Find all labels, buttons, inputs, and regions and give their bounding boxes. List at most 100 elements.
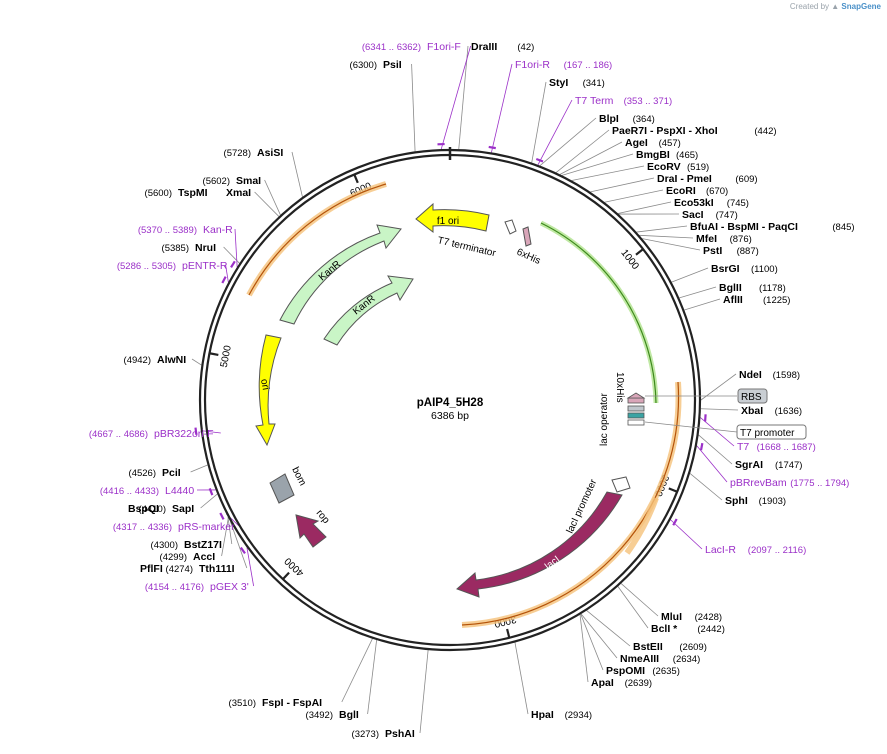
site-mfei: MfeI(876) bbox=[696, 233, 752, 245]
site-xbai: XbaI(1636) bbox=[741, 405, 802, 417]
site-bgli: BglI(3492) bbox=[306, 709, 359, 721]
feature-10xhis bbox=[627, 397, 645, 404]
primer-mark-laci-r bbox=[672, 518, 678, 526]
primer-mark-pgex-3 bbox=[239, 546, 246, 554]
site-position: (876) bbox=[730, 234, 752, 245]
site-name: AgeI bbox=[625, 137, 648, 149]
site-name: FspI - FspAI bbox=[262, 697, 322, 709]
primer-mark-pbrrevbam bbox=[699, 442, 704, 451]
site-alwni: AlwNI(4942) bbox=[124, 354, 187, 366]
site-name: AflII bbox=[723, 294, 743, 306]
primer-mark-t7-term bbox=[535, 157, 544, 163]
primer-leader-kan-r bbox=[234, 228, 238, 268]
feature-6xhis bbox=[522, 226, 532, 247]
site-apai: ApaI(2639) bbox=[591, 677, 652, 689]
primer-pbr322ori-f: pBR322ori-F(4667 .. 4686) bbox=[89, 428, 214, 440]
site-agei: AgeI(457) bbox=[625, 137, 681, 149]
site-ecorv: EcoRV(519) bbox=[647, 161, 709, 173]
site-bsteii: BstEII(2609) bbox=[633, 641, 707, 653]
site-leader-nmeaiii bbox=[580, 613, 618, 659]
site-name: PshAI bbox=[385, 728, 415, 740]
primer-position: (5370 .. 5389) bbox=[138, 225, 197, 236]
primer-f1ori-r: F1ori-R(167 .. 186) bbox=[515, 59, 612, 71]
primer-name: T7 bbox=[737, 441, 749, 453]
site-hpai: HpaI(2934) bbox=[531, 709, 592, 721]
site-name: PaeR7I - PspXI - XhoI bbox=[612, 125, 718, 137]
ring-tick-6000 bbox=[353, 174, 359, 184]
site-name: Tth111I bbox=[199, 563, 235, 575]
site-leader-bsrgi bbox=[671, 267, 709, 283]
site-leader-bgli bbox=[367, 639, 378, 715]
site-sgrai: SgrAI(1747) bbox=[735, 459, 802, 471]
primer-name: T7 Term bbox=[575, 95, 614, 107]
site-leader-eco53ki bbox=[617, 201, 672, 214]
site-position: (42) bbox=[517, 42, 534, 53]
primer-leader-pentr-r bbox=[225, 264, 229, 283]
primer-leader-f1ori-f bbox=[440, 45, 471, 150]
primer-name: pENTR-R bbox=[182, 260, 228, 272]
site-position: (4300) bbox=[151, 540, 178, 551]
ring-tick-label-5000: 5000 bbox=[219, 344, 234, 368]
site-position: (1178) bbox=[759, 283, 786, 294]
site-leader-hpai bbox=[514, 642, 529, 715]
primer-pbrrevbam: pBRrevBam(1775 .. 1794) bbox=[730, 477, 849, 489]
site-aflii: AflII(1225) bbox=[723, 294, 790, 306]
site-bcli: BclI *(2442) bbox=[651, 623, 725, 635]
site-name: NruI bbox=[195, 242, 216, 254]
site-name: BclI * bbox=[651, 623, 678, 635]
site-bmgbi: BmgBI(465) bbox=[636, 149, 698, 161]
site-name: BmgBI bbox=[636, 149, 670, 161]
primer-mark-pbr322ori-f bbox=[194, 427, 198, 435]
site-position: (1747) bbox=[775, 460, 802, 471]
site-sphi: SphI(1903) bbox=[725, 495, 786, 507]
site-name: BfuAI - BspMI - PaqCI bbox=[690, 221, 798, 233]
primer-kan-r: Kan-R (5370 .. 5389) bbox=[138, 224, 233, 236]
site-name: EcoRI bbox=[666, 185, 696, 197]
primer-leader-t7 bbox=[700, 417, 735, 447]
site-position: (2635) bbox=[652, 666, 679, 677]
site-leader-bfuai-bspmi-paqci bbox=[636, 225, 688, 233]
t7-promoter-badge-label: T7 promoter bbox=[740, 428, 795, 439]
site-position: (1903) bbox=[759, 496, 786, 507]
site-smai: SmaI(5602) bbox=[203, 175, 262, 187]
site-position: (3510) bbox=[229, 698, 256, 709]
orange-track-right-core bbox=[461, 381, 680, 626]
site-leader-blpi bbox=[539, 117, 597, 166]
site-name: SacI bbox=[682, 209, 704, 221]
site-name: BspQI bbox=[128, 503, 159, 515]
feature-ori-label: ori bbox=[258, 378, 271, 391]
rbs-badge-label: RBS bbox=[741, 392, 762, 403]
site-name: AlwNI bbox=[157, 354, 186, 366]
site-position: (1598) bbox=[773, 370, 800, 381]
site-leader-smai bbox=[264, 179, 281, 216]
site-leader-bglii bbox=[679, 286, 717, 299]
site-nrui: NruI(5385) bbox=[162, 242, 217, 254]
site-name: PspOMI bbox=[606, 665, 645, 677]
site-position: (1636) bbox=[775, 406, 802, 417]
site-leader-alwni bbox=[191, 358, 202, 366]
site-leader-sapi bbox=[200, 493, 218, 509]
site-leader-mfei bbox=[639, 234, 694, 239]
site-name: BlpI bbox=[599, 113, 619, 125]
primer-name: LacI-R bbox=[705, 544, 736, 556]
primer-position: (1775 .. 1794) bbox=[790, 478, 849, 489]
site-leader-mlui bbox=[620, 583, 659, 617]
ring-tick-1000 bbox=[635, 248, 644, 256]
feature-lac-operator bbox=[627, 412, 645, 419]
site-leader-bcli bbox=[617, 586, 649, 629]
site-name: StyI bbox=[549, 77, 568, 89]
primer-name: Kan-R bbox=[203, 224, 233, 236]
site-position: (2934) bbox=[565, 710, 592, 721]
site-leader-fspi-fspai bbox=[341, 638, 373, 703]
feature-lac-operator-label: lac operator bbox=[599, 393, 610, 446]
site-position: (887) bbox=[737, 246, 759, 257]
site-leader-psii bbox=[411, 63, 416, 152]
primer-laci-r: LacI-R(2097 .. 2116) bbox=[705, 544, 806, 556]
primer-leader-t7-term bbox=[537, 99, 573, 166]
feature-t7-promoter-box bbox=[627, 419, 645, 426]
primer-position: (167 .. 186) bbox=[564, 60, 613, 71]
credit: Created by ▲ SnapGene bbox=[790, 2, 881, 11]
feature-6xhis-label: 6xHis bbox=[515, 247, 542, 267]
feature-f1-ori bbox=[415, 202, 490, 234]
site-name: MluI bbox=[661, 611, 682, 623]
